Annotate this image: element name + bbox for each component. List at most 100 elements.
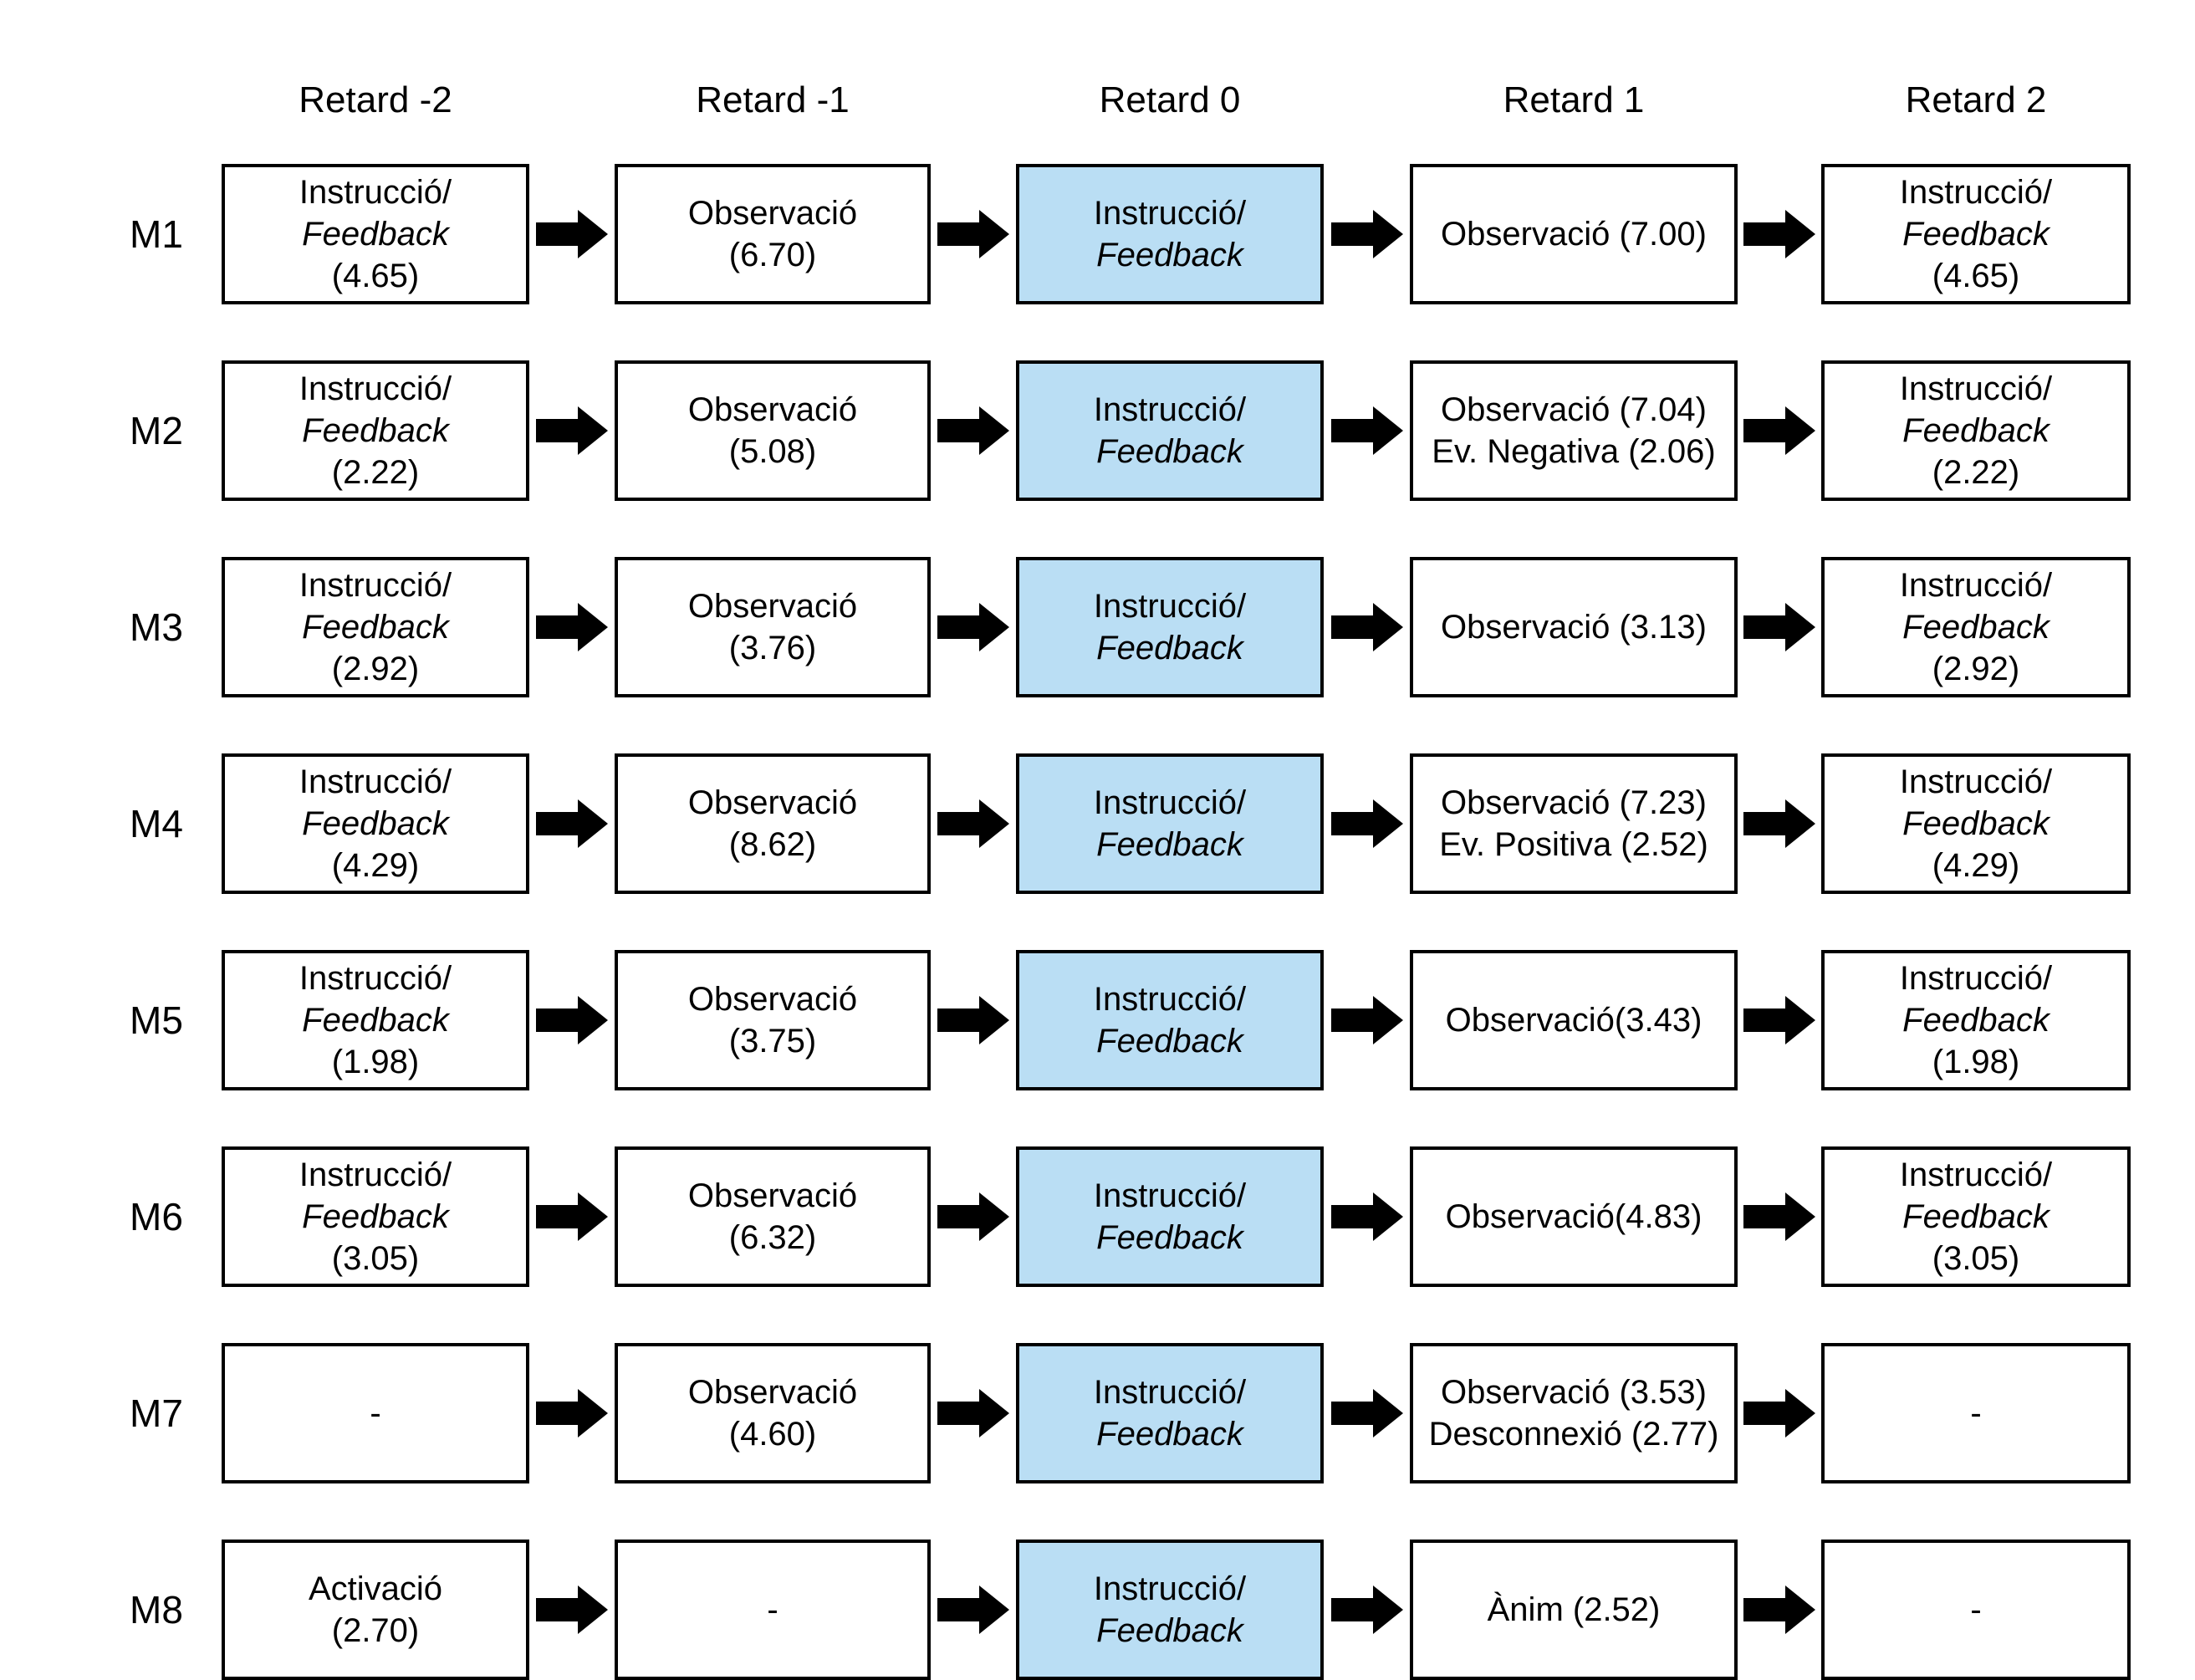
cell-m8-col3[interactable]: Ànim (2.52) [1410,1540,1738,1680]
cell-line: Feedback [1902,805,2050,842]
right-block-arrow-icon [1743,994,1815,1046]
cell-m6-col2[interactable]: Instrucció/Feedback [1016,1146,1324,1287]
cell-m1-col4[interactable]: Instrucció/Feedback(4.65) [1821,164,2131,304]
cell-m1-col1[interactable]: Observació(6.70) [615,164,931,304]
right-block-arrow-icon [536,798,608,850]
right-block-arrow-icon [1330,994,1403,1046]
cell-m7-col4[interactable]: - [1821,1343,2131,1483]
cell-m7-col1[interactable]: Observació(4.60) [615,1343,931,1483]
cell-m4-col2[interactable]: Instrucció/Feedback [1016,753,1324,894]
cell-line: Observació (7.04) [1441,391,1707,428]
right-block-arrow-icon [1743,798,1815,850]
cell-m4-col0[interactable]: Instrucció/Feedback(4.29) [222,753,529,894]
right-block-arrow-icon [1743,601,1815,653]
column-header-1: Retard -1 [696,79,850,120]
cell-empty-dash: - [370,1395,381,1432]
cell-m6-col3[interactable]: Observació(4.83) [1410,1146,1738,1287]
cell-line: Observació [687,391,858,428]
cell-line: Feedback [302,1002,449,1039]
cell-line: (4.29) [331,847,420,884]
cell-line: (3.05) [1932,1240,2020,1277]
cell-line: Instrucció/ [299,1157,452,1193]
right-block-arrow-icon [1330,405,1403,457]
cell-m7-col0[interactable]: - [222,1343,529,1483]
cell-line: (1.98) [331,1044,420,1080]
cell-m1-col2[interactable]: Instrucció/Feedback [1016,164,1324,304]
cell-m8-col0[interactable]: Activació(2.70) [222,1540,529,1680]
cell-m3-col1[interactable]: Observació(3.76) [615,557,931,697]
cell-line: Instrucció/ [1899,567,2053,604]
cell-line: (2.70) [331,1612,420,1649]
cell-line: (1.98) [1932,1044,2020,1080]
row-label-m5: M5 [130,998,183,1042]
cell-line: Feedback [1096,433,1243,470]
cell-m5-col4[interactable]: Instrucció/Feedback(1.98) [1821,950,2131,1090]
right-block-arrow-icon [1743,208,1815,260]
column-header-3: Retard 1 [1503,79,1645,120]
cell-m5-col0[interactable]: Instrucció/Feedback(1.98) [222,950,529,1090]
row-label-m4: M4 [130,802,183,845]
cell-line: (4.65) [1932,258,2020,294]
row-label-m7: M7 [130,1391,183,1435]
right-block-arrow-icon [1743,1191,1815,1243]
cell-m1-col3[interactable]: Observació (7.00) [1410,164,1738,304]
cell-line: Ev. Positiva (2.52) [1439,826,1708,863]
cell-m8-col1[interactable]: - [615,1540,931,1680]
cell-m4-col3[interactable]: Observació (7.23)Ev. Positiva (2.52) [1410,753,1738,894]
cell-line: Feedback [1902,1002,2050,1039]
cell-m8-col4[interactable]: - [1821,1540,2131,1680]
cell-line: Feedback [1902,609,2050,646]
cell-line: Instrucció/ [299,567,452,604]
cell-m5-col1[interactable]: Observació(3.75) [615,950,931,1090]
cell-line: Observació(3.43) [1445,1002,1702,1039]
right-block-arrow-icon [937,1191,1009,1243]
cell-m6-col1[interactable]: Observació(6.32) [615,1146,931,1287]
diagram-row: M7 - Observació(4.60) Instrucció/Feedback Ob… [0,1343,2195,1483]
cell-line: (2.22) [331,454,420,491]
cell-m3-col4[interactable]: Instrucció/Feedback(2.92) [1821,557,2131,697]
cell-line: Ev. Negativa (2.06) [1432,433,1716,470]
cell-m7-col3[interactable]: Observació (3.53)Desconnexió (2.77) [1410,1343,1738,1483]
cell-line: Observació (3.13) [1441,609,1707,646]
cell-m5-col2[interactable]: Instrucció/Feedback [1016,950,1324,1090]
column-header-0: Retard -2 [299,79,452,120]
cell-line: Observació [687,195,858,232]
cell-line: (4.60) [728,1416,817,1453]
cell-line: Instrucció/ [1093,1177,1247,1214]
cell-line: Feedback [1902,412,2050,449]
right-block-arrow-icon [1330,798,1403,850]
right-block-arrow-icon [1330,1584,1403,1636]
right-block-arrow-icon [1743,1584,1815,1636]
cell-line: Instrucció/ [1093,1570,1247,1607]
cell-line: Feedback [1096,826,1243,863]
cell-m2-col4[interactable]: Instrucció/Feedback(2.22) [1821,360,2131,501]
cell-m3-col0[interactable]: Instrucció/Feedback(2.92) [222,557,529,697]
cell-m2-col3[interactable]: Observació (7.04) Ev. Negativa (2.06) [1410,360,1738,501]
cell-m2-col0[interactable]: Instrucció/Feedback(2.22) [222,360,529,501]
right-block-arrow-icon [937,1387,1009,1439]
cell-m2-col1[interactable]: Observació(5.08) [615,360,931,501]
cell-m6-col0[interactable]: Instrucció/Feedback(3.05) [222,1146,529,1287]
cell-m3-col3[interactable]: Observació (3.13) [1410,557,1738,697]
cell-m2-col2[interactable]: Instrucció/Feedback [1016,360,1324,501]
cell-m6-col4[interactable]: Instrucció/Feedback(3.05) [1821,1146,2131,1287]
cell-m3-col2[interactable]: Instrucció/Feedback [1016,557,1324,697]
cell-m5-col3[interactable]: Observació(3.43) [1410,950,1738,1090]
cell-m7-col2[interactable]: Instrucció/Feedback [1016,1343,1324,1483]
cell-line: (4.65) [331,258,420,294]
cell-m1-col0[interactable]: Instrucció/Feedback(4.65) [222,164,529,304]
right-block-arrow-icon [536,208,608,260]
cell-m4-col1[interactable]: Observació(8.62) [615,753,931,894]
right-block-arrow-icon [1330,601,1403,653]
cell-line: (2.22) [1932,454,2020,491]
cell-m8-col2[interactable]: Instrucció/Feedback [1016,1540,1324,1680]
cell-line: Observació(4.83) [1445,1198,1702,1235]
cell-m4-col4[interactable]: Instrucció/Feedback(4.29) [1821,753,2131,894]
right-block-arrow-icon [937,405,1009,457]
cell-line: Ànim (2.52) [1487,1591,1661,1628]
row-label-m8: M8 [130,1588,183,1631]
